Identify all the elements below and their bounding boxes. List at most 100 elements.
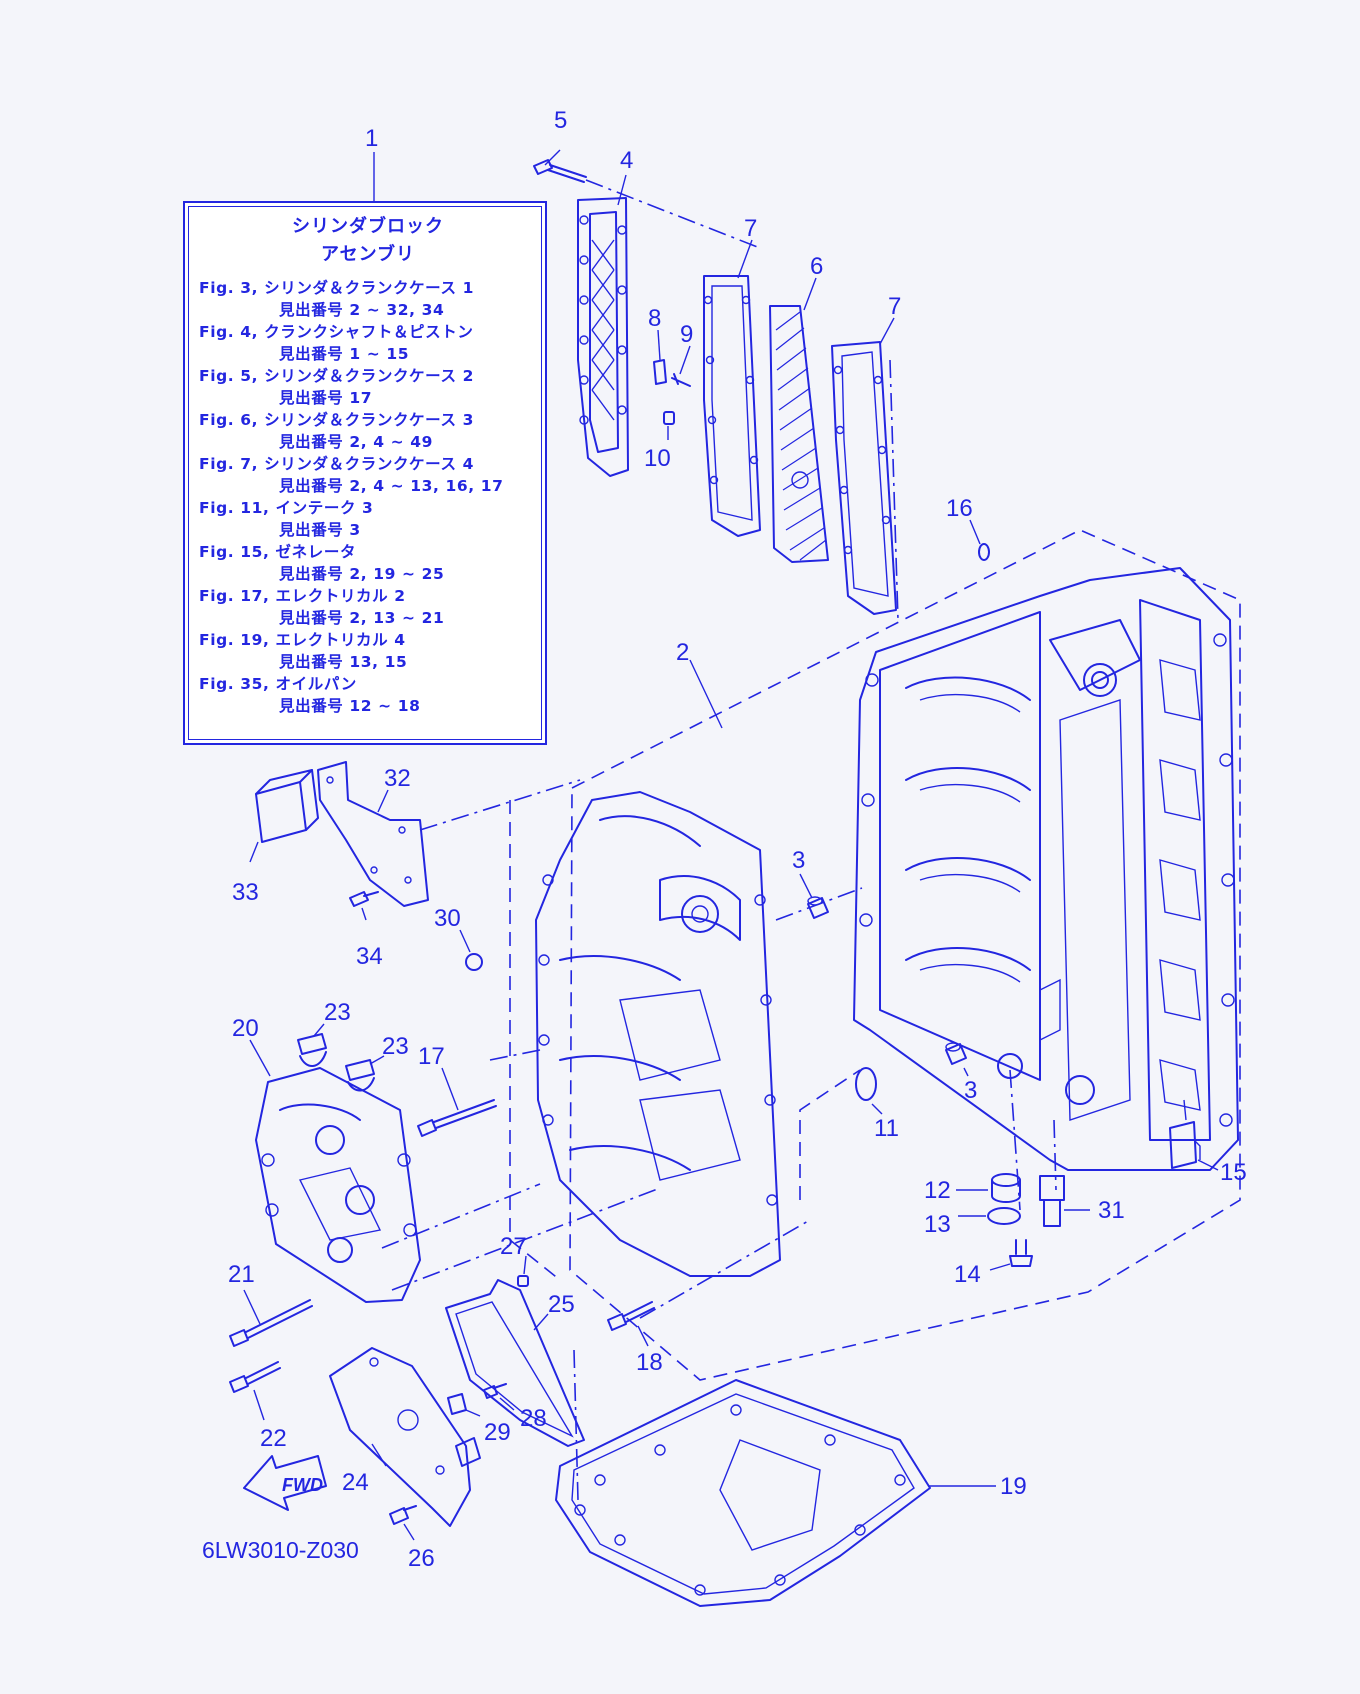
callout-7-left: 7 bbox=[744, 215, 757, 242]
gasket-part-7b bbox=[831, 341, 897, 615]
legend-fig-number: Fig. 19, bbox=[199, 631, 270, 649]
callout-18: 18 bbox=[636, 1349, 663, 1376]
callout-3-lower: 3 bbox=[964, 1077, 977, 1104]
fwd-label: FWD bbox=[282, 1475, 323, 1495]
legend-entry-fig: Fig. 3, シリンダ＆クランクケース 1 bbox=[199, 277, 537, 299]
cylinder-block-part-2 bbox=[535, 791, 781, 1277]
callout-32: 32 bbox=[384, 765, 411, 792]
legend-entry-items: 見出番号 3 bbox=[279, 521, 361, 539]
legend-entry-fig: Fig. 19, エレクトリカル 4 bbox=[199, 629, 537, 651]
gasket-part-19 bbox=[555, 1379, 996, 1607]
legend-entry-fig: Fig. 6, シリンダ＆クランクケース 3 bbox=[199, 409, 537, 431]
legend-title-line1: シリンダブロック bbox=[292, 216, 444, 237]
cylinder-head-part-20 bbox=[249, 1039, 421, 1303]
callout-12: 12 bbox=[924, 1177, 951, 1204]
callout-4: 4 bbox=[620, 147, 633, 174]
reference-code: 6LW3010-Z030 bbox=[202, 1537, 359, 1563]
legend-entry-fig: Fig. 17, エレクトリカル 2 bbox=[199, 585, 537, 607]
pin-part-10 bbox=[663, 411, 675, 440]
legend-fig-number: Fig. 11, bbox=[199, 499, 270, 517]
bolt-part-5 bbox=[533, 149, 587, 183]
callout-34: 34 bbox=[356, 943, 383, 970]
legend-entry-items: 見出番号 2, 4 ~ 49 bbox=[279, 433, 434, 451]
legend-entry-items: 見出番号 12 ~ 18 bbox=[279, 697, 421, 715]
callout-13: 13 bbox=[924, 1211, 951, 1238]
callout-30: 30 bbox=[434, 905, 461, 932]
bracket-part-15 bbox=[1169, 1099, 1219, 1171]
legend-entry-items: 見出番号 2 ~ 32, 34 bbox=[279, 301, 445, 319]
callout-23a: 23 bbox=[324, 999, 351, 1026]
legend-fig-number: Fig. 15, bbox=[199, 543, 270, 561]
legend-fig-name: シリンダ＆クランクケース 4 bbox=[264, 455, 474, 473]
callout-11: 11 bbox=[874, 1115, 899, 1142]
bolt-part-18 bbox=[607, 1301, 655, 1347]
bolt-part-26 bbox=[389, 1505, 417, 1541]
bolt-part-28 bbox=[483, 1383, 515, 1411]
plug-part-12 bbox=[956, 1173, 1021, 1203]
legend-fig-name: シリンダ＆クランクケース 3 bbox=[264, 411, 474, 429]
crankcase-part-2 bbox=[853, 567, 1239, 1171]
callout-2: 2 bbox=[676, 639, 689, 666]
bolt-part-21 bbox=[229, 1289, 313, 1347]
bolt-part-22 bbox=[229, 1361, 281, 1421]
legend-entry-fig: Fig. 5, シリンダ＆クランクケース 2 bbox=[199, 365, 537, 387]
callout-24: 24 bbox=[342, 1469, 369, 1496]
legend-fig-number: Fig. 5, bbox=[199, 367, 259, 385]
callout-3-upper: 3 bbox=[792, 847, 805, 874]
exhaust-cover-part-4 bbox=[577, 197, 629, 477]
bolt-part-14 bbox=[989, 1239, 1033, 1271]
callout-27: 27 bbox=[500, 1233, 527, 1260]
legend-entry-fig: Fig. 11, インテーク 3 bbox=[199, 497, 537, 519]
legend-entry-items: 見出番号 1 ~ 15 bbox=[279, 345, 410, 363]
o-ring-part-11 bbox=[855, 1067, 883, 1115]
legend-entry-items: 見出番号 2, 19 ~ 25 bbox=[279, 565, 445, 583]
dowel-pin-part-3a bbox=[799, 873, 829, 919]
legend-entry-items: 見出番号 17 bbox=[279, 389, 373, 407]
callout-26: 26 bbox=[408, 1545, 435, 1572]
legend-entry-fig: Fig. 7, シリンダ＆クランクケース 4 bbox=[199, 453, 537, 475]
legend-entry-fig: Fig. 35, オイルパン bbox=[199, 673, 537, 695]
legend-entries: Fig. 3, シリンダ＆クランクケース 1 見出番号 2 ~ 32, 34 Fig… bbox=[199, 277, 537, 717]
legend-entry-fig: Fig. 4, クランクシャフト＆ピストン bbox=[199, 321, 537, 343]
callout-31: 31 bbox=[1098, 1197, 1125, 1224]
fwd-arrow-icon: FWD bbox=[243, 1455, 327, 1511]
legend-fig-name: エレクトリカル 2 bbox=[275, 587, 406, 605]
legend-fig-number: Fig. 35, bbox=[199, 675, 270, 693]
bracket-part-32 bbox=[317, 761, 429, 907]
legend-fig-name: シリンダ＆クランクケース 1 bbox=[264, 279, 474, 297]
legend-fig-number: Fig. 3, bbox=[199, 279, 259, 297]
sensor-part-29 bbox=[447, 1393, 481, 1417]
dowel-pin-part-3b bbox=[945, 1042, 969, 1077]
callout-28: 28 bbox=[520, 1405, 547, 1432]
callout-1: 1 bbox=[365, 125, 378, 152]
callout-6: 6 bbox=[810, 253, 823, 280]
callout-5: 5 bbox=[554, 107, 567, 134]
legend-entry-fig: Fig. 15, ゼネレータ bbox=[199, 541, 537, 563]
callout-29: 29 bbox=[484, 1419, 511, 1446]
callout-15: 15 bbox=[1220, 1159, 1247, 1186]
callout-22: 22 bbox=[260, 1425, 287, 1452]
callout-19: 19 bbox=[1000, 1473, 1027, 1500]
legend-entry-items: 見出番号 13, 15 bbox=[279, 653, 408, 671]
gasket-part-25 bbox=[445, 1279, 585, 1447]
bolt-part-17 bbox=[417, 1067, 497, 1137]
callout-16: 16 bbox=[946, 495, 973, 522]
legend-fig-name: シリンダ＆クランクケース 2 bbox=[264, 367, 474, 385]
callout-7-right: 7 bbox=[888, 293, 901, 320]
callout-14: 14 bbox=[954, 1261, 981, 1288]
legend-fig-name: クランクシャフト＆ピストン bbox=[264, 323, 474, 341]
callout-8: 8 bbox=[648, 305, 661, 332]
exhaust-plate-part-6 bbox=[769, 305, 829, 563]
o-ring-part-16 bbox=[969, 519, 990, 561]
legend-fig-name: エレクトリカル 4 bbox=[275, 631, 406, 649]
legend-fig-number: Fig. 4, bbox=[199, 323, 259, 341]
legend-entry-items: 見出番号 2, 4 ~ 13, 16, 17 bbox=[279, 477, 504, 495]
legend-title-line2: アセンブリ bbox=[320, 244, 416, 265]
legend-fig-name: ゼネレータ bbox=[275, 543, 357, 561]
callout-17: 17 bbox=[418, 1043, 445, 1070]
callout-21: 21 bbox=[228, 1261, 255, 1288]
cap-part-23a bbox=[297, 1023, 327, 1067]
cover-part-24 bbox=[329, 1347, 481, 1527]
cap-part-23b bbox=[345, 1055, 385, 1092]
